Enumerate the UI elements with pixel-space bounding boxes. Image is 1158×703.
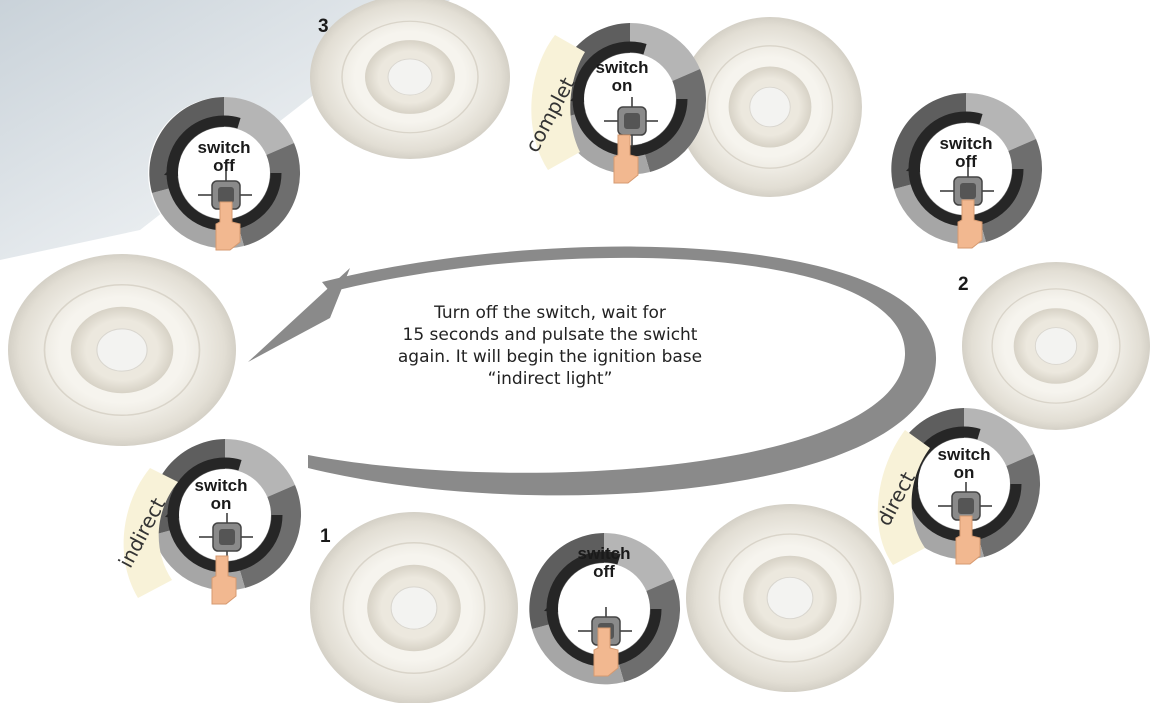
step-number-1: 1: [320, 526, 331, 548]
instruction-line: Turn off the switch, wait for: [350, 302, 750, 324]
light-fixture-icon: [678, 17, 862, 197]
switch-label: switch: [940, 134, 993, 153]
switch-state: off: [213, 156, 235, 175]
instruction-text: Turn off the switch, wait for 15 seconds…: [350, 302, 750, 390]
instruction-line: 15 seconds and pulsate the swicht: [350, 324, 750, 346]
switch-state: on: [954, 463, 975, 482]
light-fixture-icon: [310, 0, 510, 159]
switch-label: switch: [938, 445, 991, 464]
switch-state: on: [612, 76, 633, 95]
switch-label: switch: [596, 58, 649, 77]
instruction-line: again. It will begin the ignition base: [350, 346, 750, 368]
switch-label: switch: [578, 544, 631, 563]
light-fixture-icon: [310, 512, 518, 703]
light-fixture-icon: [962, 262, 1150, 430]
switch-label: switch: [195, 476, 248, 495]
step-number-2: 2: [958, 274, 969, 296]
switch-label: switch: [198, 138, 251, 157]
instruction-line: “indirect light”: [350, 368, 750, 390]
switch-state: off: [955, 152, 977, 171]
light-fixture-icon: [686, 504, 894, 692]
switch-state: off: [593, 562, 615, 581]
step-number-3: 3: [318, 16, 329, 38]
light-fixture-icon: [8, 254, 236, 446]
switch-state: on: [211, 494, 232, 513]
